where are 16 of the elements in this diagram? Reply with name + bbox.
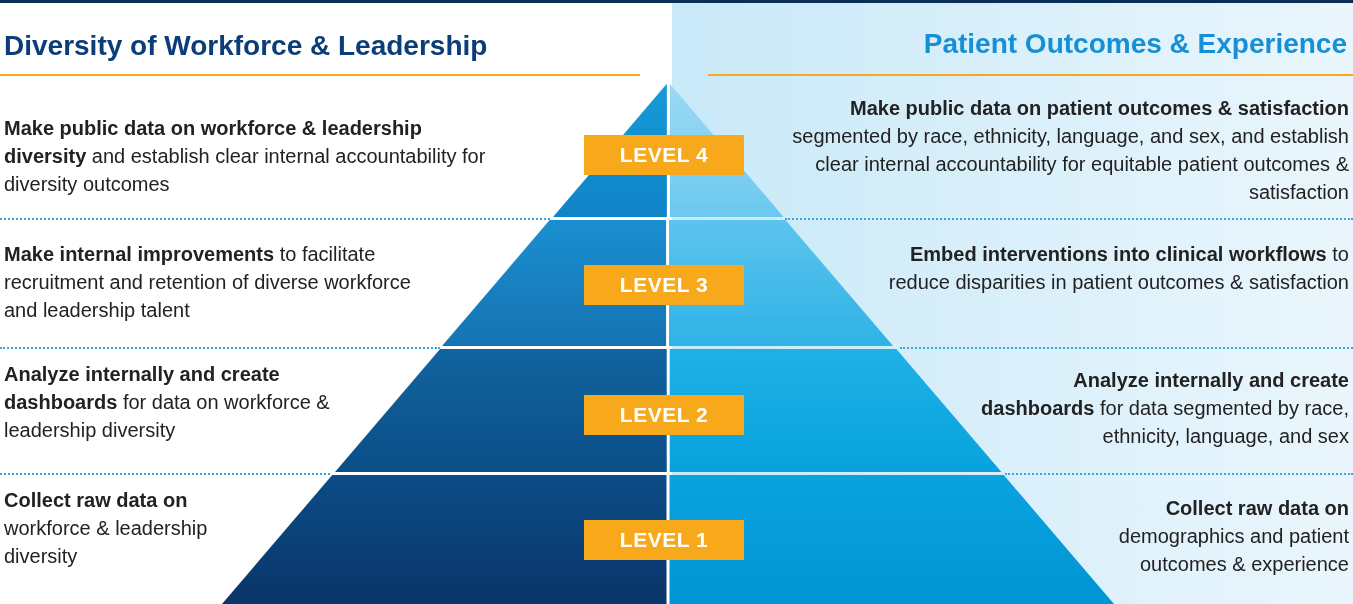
level-description: Embed interventions into clinical workflows to reduce disparities in patient outcomes & satisfaction — [887, 242, 1349, 295]
level-badge: LEVEL 4 — [584, 135, 744, 175]
level-badge: LEVEL 1 — [584, 520, 744, 560]
level-description: Make public data on patient outcomes & satisfaction segmented by race, ethnicity, language, and sex, and establish clear internal accountability for equitable patient outcomes & satisfaction — [791, 96, 1349, 205]
level-description: Collect raw data on workforce & leadership diversity — [4, 488, 209, 569]
pyramid-tier — [222, 475, 1114, 604]
level-description: Analyze internally and create dashboards for data segmented by race, ethnicity, language, and sex — [980, 368, 1349, 449]
pyramid-tier — [552, 84, 784, 217]
level-badge: LEVEL 2 — [584, 395, 744, 435]
level-description: Make internal improvements to facilitate recruitment and retention of diverse workforce and leadership talent — [4, 242, 412, 323]
level-description: Analyze internally and create dashboards for data on workforce & leadership diversity — [4, 362, 331, 443]
level-description: Collect raw data on demographics and patient outcomes & experience — [1117, 496, 1349, 577]
column-heading: Diversity of Workforce & Leadership — [4, 30, 488, 62]
level-description: Make public data on workforce & leadership diversity and establish clear internal accountability for diversity outcomes — [4, 116, 487, 197]
column-heading: Patient Outcomes & Experience — [923, 28, 1347, 60]
level-badge: LEVEL 3 — [584, 265, 744, 305]
